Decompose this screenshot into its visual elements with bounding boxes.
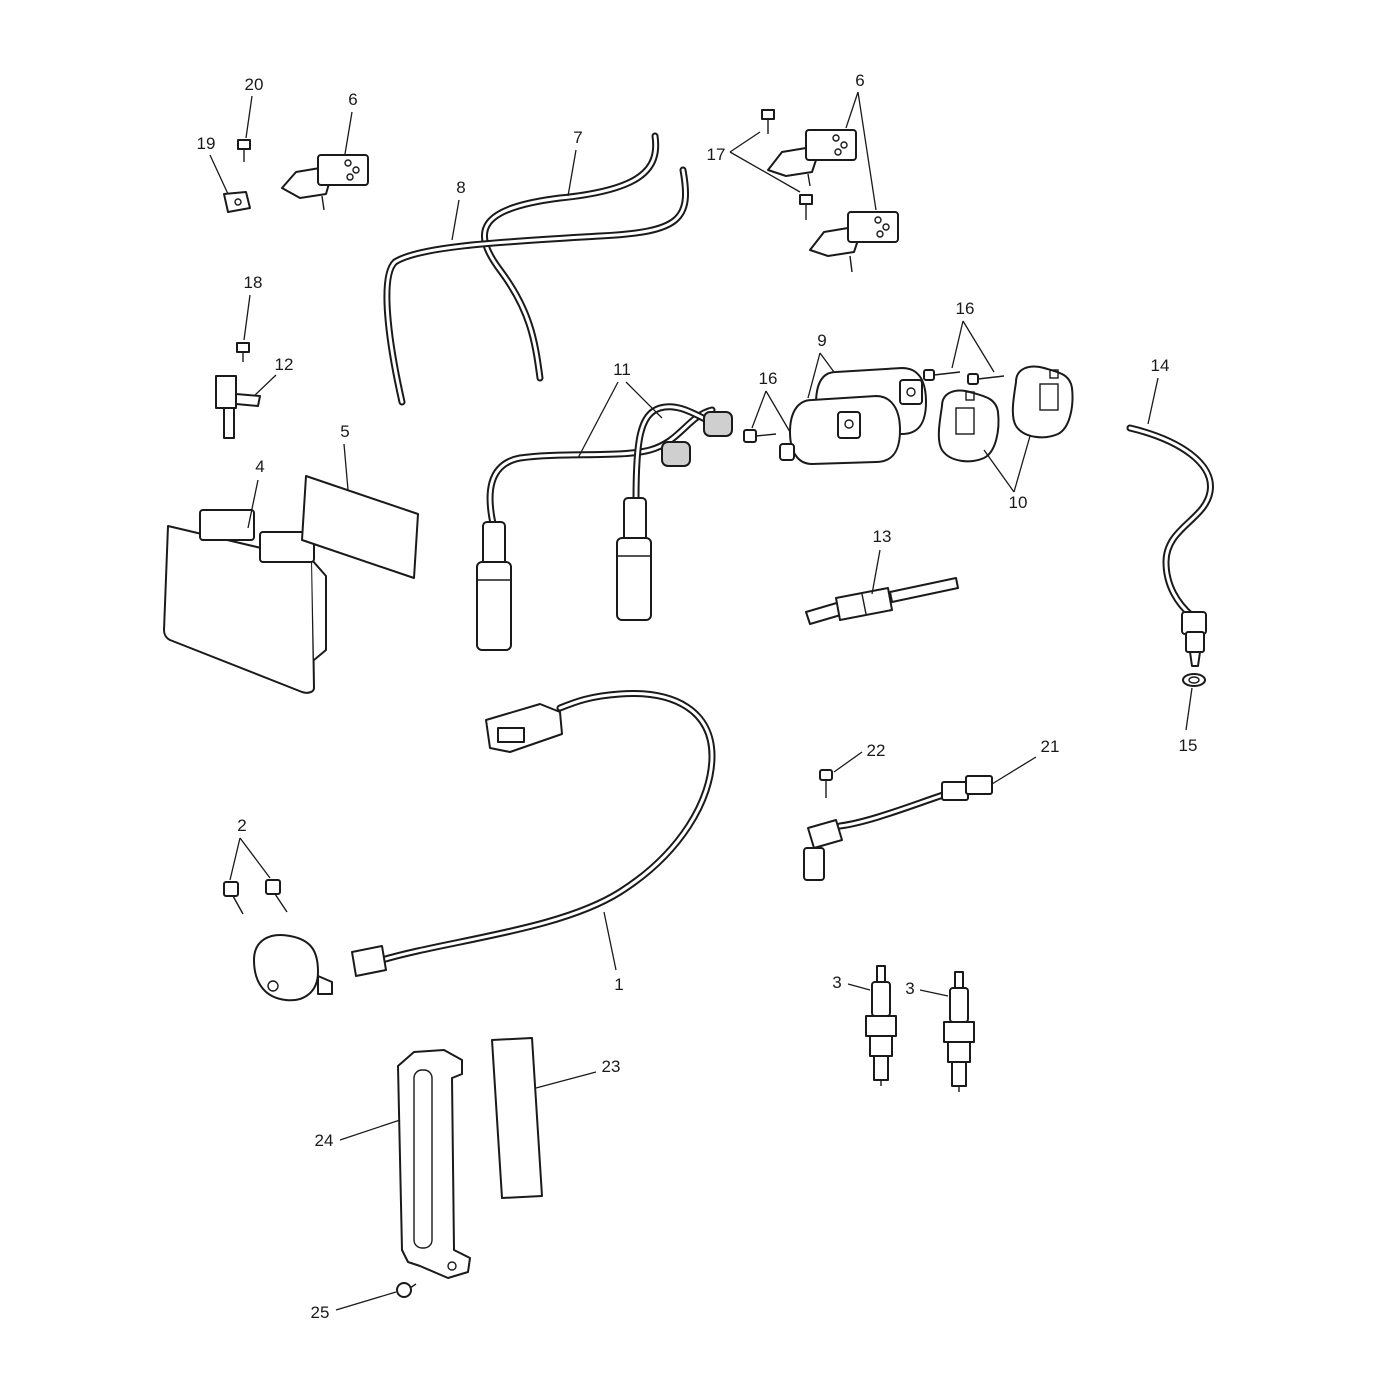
callout-3-left: 3 <box>832 973 841 992</box>
leader-17 <box>729 131 801 193</box>
part-18-bolt <box>236 342 250 362</box>
leader-7 <box>567 149 577 197</box>
callout-25: 25 <box>311 1303 330 1322</box>
callout-14: 14 <box>1151 356 1170 375</box>
callout-17: 17 <box>707 145 726 164</box>
leader-21 <box>991 756 1037 785</box>
callout-18: 18 <box>244 273 263 292</box>
part-1-sensor-harness <box>253 690 716 1002</box>
leader-6-left <box>344 111 353 155</box>
callout-15: 15 <box>1179 736 1198 755</box>
leader-9 <box>807 352 835 399</box>
leader-3-right <box>919 989 949 997</box>
part-9-ignition-coil-front <box>779 395 901 465</box>
part-25-screw <box>396 1282 417 1298</box>
part-15-washer <box>1182 673 1206 687</box>
callout-6-right: 6 <box>855 71 864 90</box>
callout-16-right: 16 <box>956 299 975 318</box>
part-6-sensor-left <box>281 154 369 211</box>
callout-7: 7 <box>573 128 582 147</box>
leader-16-left <box>751 390 791 433</box>
leader-20 <box>245 95 253 139</box>
callout-1: 1 <box>614 975 623 994</box>
part-20-bolt <box>237 139 251 162</box>
callout-5: 5 <box>340 422 349 441</box>
leader-2 <box>229 837 271 881</box>
callout-10: 10 <box>1009 493 1028 512</box>
leader-25 <box>335 1291 397 1311</box>
callout-3-right: 3 <box>905 979 914 998</box>
leader-13 <box>871 549 881 595</box>
leader-6-right <box>845 91 877 211</box>
callout-11: 11 <box>613 360 631 379</box>
part-6-sensor-lower-right <box>809 211 899 273</box>
part-7-hose <box>481 132 660 382</box>
leader-11 <box>577 381 663 459</box>
leader-19 <box>209 154 229 195</box>
part-22-bolt <box>819 769 833 798</box>
part-5-pad <box>301 475 419 579</box>
callout-16-left: 16 <box>759 369 778 388</box>
leader-22 <box>833 751 863 773</box>
callout-8: 8 <box>456 178 465 197</box>
leader-10 <box>983 435 1031 493</box>
part-11-ht-leads <box>476 403 733 651</box>
part-21-crank-sensor <box>803 775 993 881</box>
part-19-clip <box>223 191 251 213</box>
leader-1 <box>603 911 617 971</box>
leader-4 <box>247 479 259 529</box>
part-17-bolts <box>761 109 813 220</box>
part-2-bolts <box>223 879 288 915</box>
part-23-pad <box>491 1037 543 1199</box>
callout-19: 19 <box>197 134 216 153</box>
callout-21: 21 <box>1041 737 1060 756</box>
part-8-hose <box>383 166 689 406</box>
callout-12: 12 <box>275 355 294 374</box>
callout-23: 23 <box>602 1057 621 1076</box>
callout-13: 13 <box>873 527 892 546</box>
callout-2: 2 <box>237 816 246 835</box>
leader-3-left <box>847 983 871 991</box>
callout-6-left: 6 <box>348 90 357 109</box>
part-10-coil-cap-left <box>937 389 1000 463</box>
part-4-ecm <box>163 509 327 694</box>
callout-20: 20 <box>245 75 264 94</box>
part-14-sensor-lead <box>1126 424 1214 667</box>
part-24-bracket <box>397 1049 471 1279</box>
part-12-speed-sensor <box>215 375 261 439</box>
leader-8 <box>451 199 460 241</box>
part-10-coil-cap-right <box>1011 365 1074 439</box>
part-3-spark-plug-right <box>943 971 975 1092</box>
part-6-sensor-upper-right <box>767 129 857 187</box>
leader-16-right <box>951 320 995 373</box>
leader-5 <box>343 443 349 491</box>
callout-22: 22 <box>867 741 886 760</box>
leader-15 <box>1185 687 1193 731</box>
leader-14 <box>1147 377 1159 425</box>
part-13-sensor <box>805 577 959 625</box>
callout-9: 9 <box>817 331 826 350</box>
leader-23 <box>535 1071 597 1089</box>
leader-12 <box>253 374 277 397</box>
callout-4: 4 <box>255 457 264 476</box>
part-3-spark-plug-left <box>865 965 897 1086</box>
leader-24 <box>339 1119 401 1141</box>
leader-18 <box>243 294 251 341</box>
callout-24: 24 <box>315 1131 334 1150</box>
